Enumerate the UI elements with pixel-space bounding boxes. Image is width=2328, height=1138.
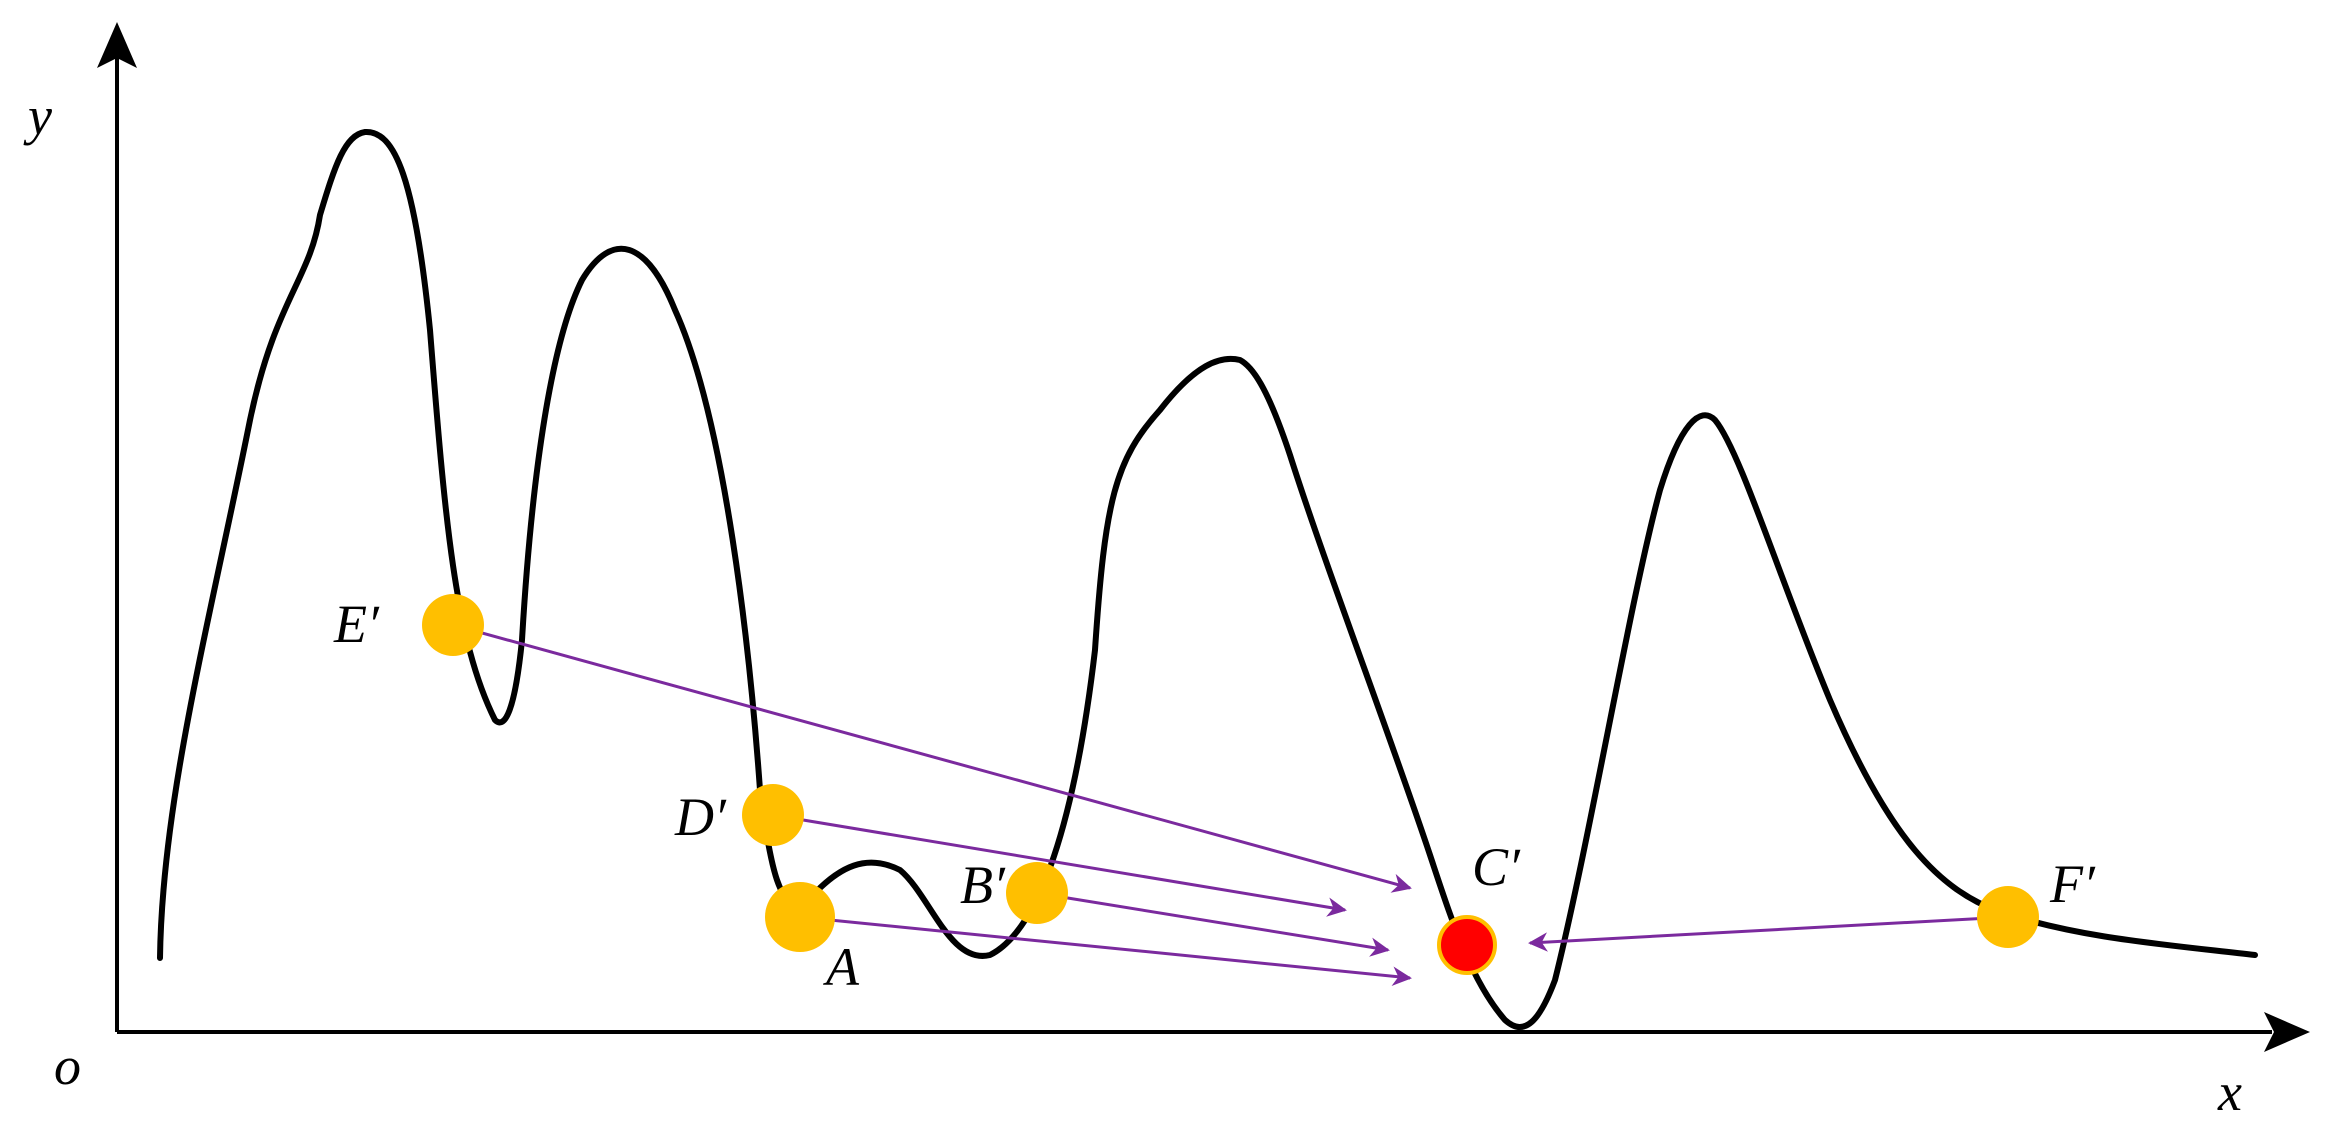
point-d bbox=[742, 784, 804, 846]
label-d: D′ bbox=[674, 787, 727, 847]
arrow-b-to-c bbox=[1036, 891, 1390, 957]
label-c: C′ bbox=[1472, 837, 1521, 897]
origin-label: o bbox=[54, 1036, 81, 1096]
label-b: B′ bbox=[960, 855, 1006, 915]
point-b bbox=[1006, 862, 1068, 924]
point-f bbox=[1977, 886, 2039, 948]
x-axis-label: x bbox=[2217, 1062, 2242, 1122]
arrow-f-to-c bbox=[1528, 915, 2009, 952]
label-e: E′ bbox=[333, 594, 380, 654]
arrow-e-to-c bbox=[452, 623, 1412, 893]
label-a: A bbox=[823, 937, 860, 997]
x-axis-arrowhead bbox=[2264, 1012, 2310, 1052]
y-axis-arrowhead bbox=[97, 22, 137, 68]
point-a bbox=[765, 882, 835, 952]
y-axis-label: y bbox=[23, 86, 52, 146]
point-c-best bbox=[1437, 915, 1497, 975]
label-f: F′ bbox=[2049, 854, 2096, 914]
arrow-d-to-c bbox=[772, 813, 1347, 917]
point-e bbox=[422, 594, 484, 656]
objective-curve bbox=[157, 128, 2258, 1030]
arrow-a-to-c bbox=[799, 915, 1412, 986]
